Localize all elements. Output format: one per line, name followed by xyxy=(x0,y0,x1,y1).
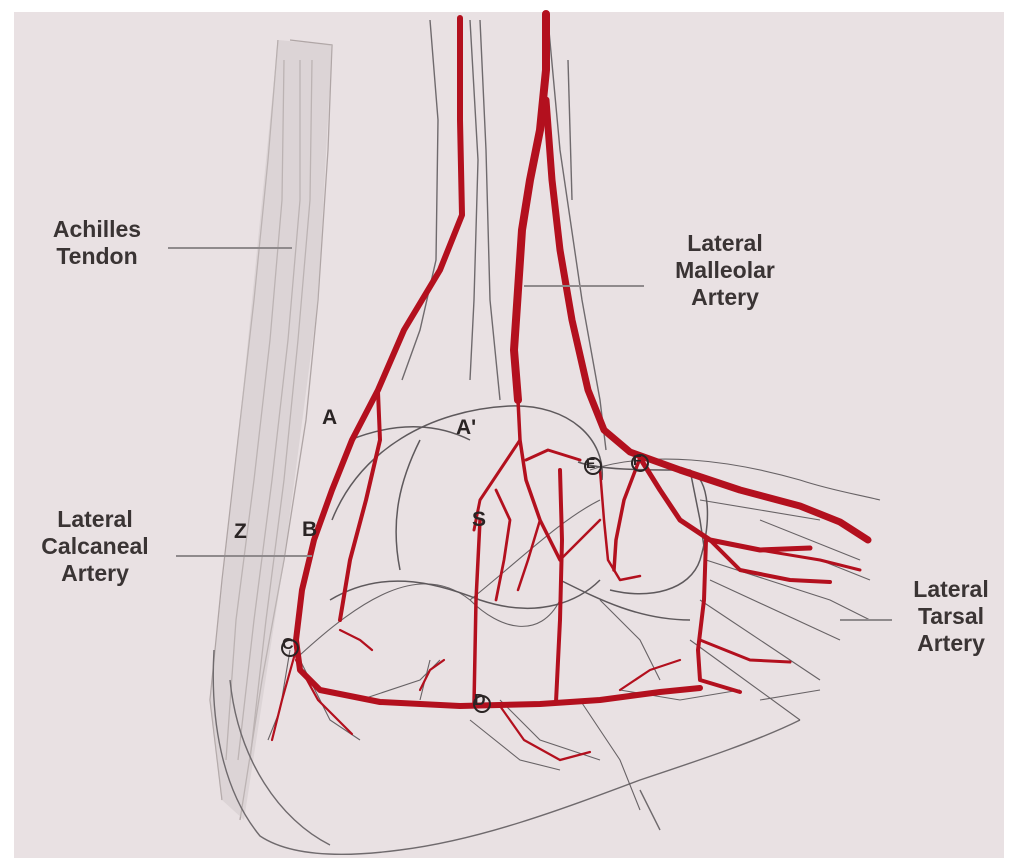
label-lateral-calcaneal-artery: Lateral Calcaneal Artery xyxy=(10,506,180,587)
label-lateral-tarsal-artery: Lateral Tarsal Artery xyxy=(892,576,1010,657)
marker-d: D xyxy=(474,692,486,710)
marker-a-prime: A' xyxy=(456,416,476,440)
marker-c: C xyxy=(282,636,294,654)
marker-s: S xyxy=(472,508,486,532)
label-malleolar-line3: Artery xyxy=(640,284,810,311)
label-calcaneal-line3: Artery xyxy=(10,560,180,587)
marker-e: E xyxy=(586,455,595,471)
label-lateral-malleolar-artery: Lateral Malleolar Artery xyxy=(640,230,810,311)
marker-b: B xyxy=(302,518,317,542)
label-achilles-line1: Achilles xyxy=(22,216,172,243)
marker-f: F xyxy=(633,452,642,468)
marker-a: A xyxy=(322,406,337,430)
label-tarsal-line1: Lateral xyxy=(892,576,1010,603)
label-calcaneal-line2: Calcaneal xyxy=(10,533,180,560)
label-calcaneal-line1: Lateral xyxy=(10,506,180,533)
label-achilles-line2: Tendon xyxy=(22,243,172,270)
label-tarsal-line2: Tarsal xyxy=(892,603,1010,630)
label-malleolar-line2: Malleolar xyxy=(640,257,810,284)
label-malleolar-line1: Lateral xyxy=(640,230,810,257)
marker-z: Z xyxy=(234,520,247,544)
diagram-panel xyxy=(14,12,1004,858)
label-achilles-tendon: Achilles Tendon xyxy=(22,216,172,270)
label-tarsal-line3: Artery xyxy=(892,630,1010,657)
